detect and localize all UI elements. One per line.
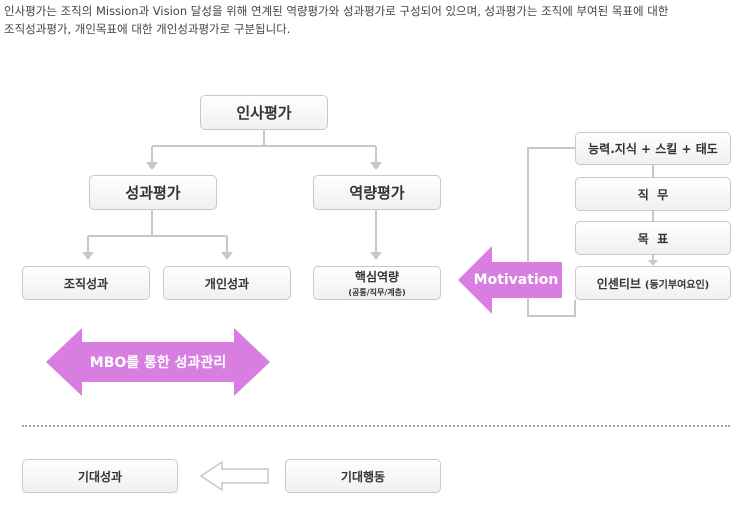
core-competency-label: 핵심역량: [354, 270, 400, 284]
side-item-incentive-label: 인센티브: [596, 276, 641, 291]
competency-eval-box: 역량평가: [313, 175, 441, 210]
expected-results-label: 기대성과: [77, 469, 123, 484]
individual-performance-label: 개인성과: [204, 276, 250, 291]
core-competency-box: 핵심역량 (공통/직무/계층): [313, 266, 441, 300]
intro-line-1: 인사평가는 조직의 Mission과 Vision 달성을 위해 연계된 역량평…: [4, 4, 669, 18]
intro-text: 인사평가는 조직의 Mission과 Vision 달성을 위해 연계된 역량평…: [4, 2, 734, 38]
hollow-left-arrow: [199, 460, 269, 492]
performance-eval-label: 성과평가: [125, 184, 181, 202]
side-item-incentive: 인센티브 (동기부여요인): [575, 266, 731, 300]
root-node-label: 인사평가: [236, 104, 292, 122]
expected-behavior-label: 기대행동: [340, 469, 386, 484]
competency-eval-label: 역량평가: [349, 184, 405, 202]
side-item-incentive-sublabel: (동기부여요인): [644, 279, 710, 291]
mbo-double-arrow-shape: [46, 328, 270, 396]
org-performance-box: 조직성과: [22, 266, 150, 300]
side-item-job: 직 무: [575, 177, 731, 211]
org-performance-label: 조직성과: [63, 276, 109, 291]
side-item-goal: 목 표: [575, 221, 731, 255]
motivation-arrow-label: Motivation: [473, 272, 559, 288]
intro-line-2: 조직성과평가, 개인목표에 대한 개인성과평가로 구분됩니다.: [4, 22, 291, 36]
core-competency-sublabel: (공통/직무/계층): [348, 288, 406, 297]
side-item-ability-label: 능력.지식 + 스킬 + 태도: [588, 142, 718, 156]
section-divider: [22, 425, 730, 427]
motivation-arrow-shape: [458, 246, 562, 314]
side-item-goal-label: 목 표: [637, 231, 669, 246]
individual-performance-box: 개인성과: [163, 266, 291, 300]
expected-behavior-box: 기대행동: [285, 459, 441, 493]
expected-results-box: 기대성과: [22, 459, 178, 493]
root-node-box: 인사평가: [200, 95, 328, 130]
performance-eval-box: 성과평가: [89, 175, 217, 210]
mbo-arrow-label: MBO를 통한 성과관리: [89, 355, 227, 371]
side-item-ability: 능력.지식 + 스킬 + 태도: [575, 132, 731, 165]
side-item-job-label: 직 무: [637, 187, 669, 202]
